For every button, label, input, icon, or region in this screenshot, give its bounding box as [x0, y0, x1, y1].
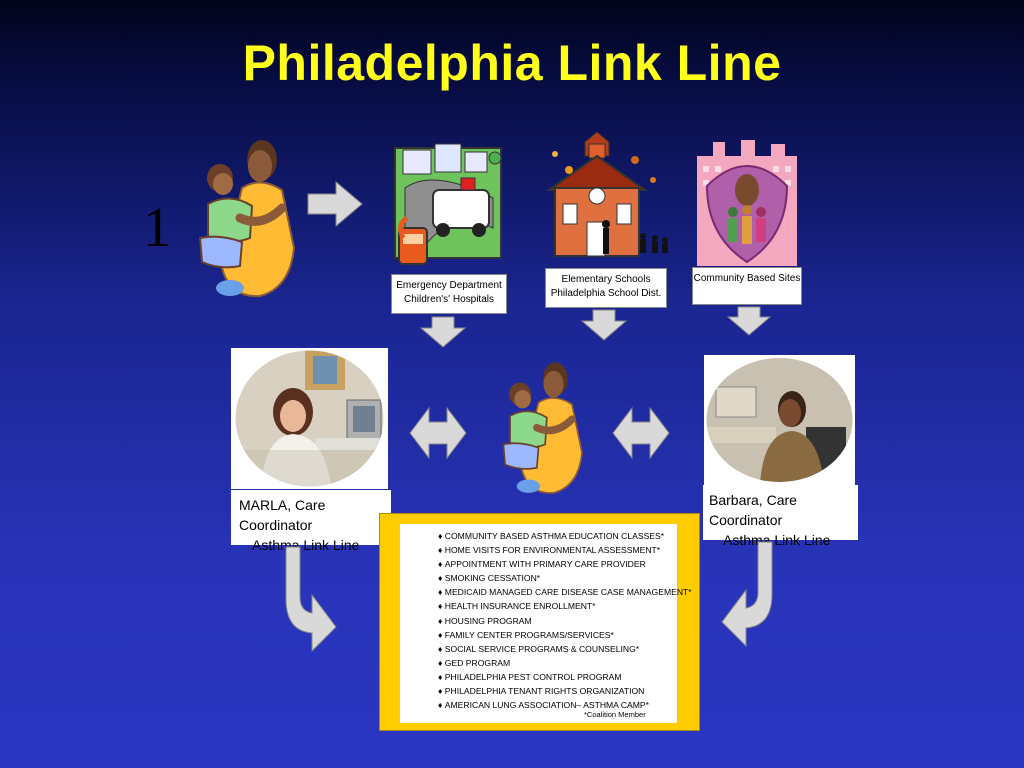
school-clipart	[545, 131, 668, 257]
coordinator-name: Barbara, Care Coordinator	[709, 492, 797, 528]
double-arrow-right	[612, 406, 670, 460]
barbara-caption: Barbara, Care Coordinator Asthma Link Li…	[703, 485, 858, 548]
community-clipart	[697, 140, 797, 266]
source-label-line: Children's' Hospitals	[404, 294, 494, 305]
coordinator-role: Asthma Link Line	[723, 532, 831, 548]
marla-photo	[235, 350, 384, 487]
marla-caption: MARLA, Care Coordinator Asthma Link Line	[231, 490, 391, 553]
source-label-emergency: Emergency Department Children's' Hospita…	[391, 274, 507, 314]
service-item: HOME VISITS FOR ENVIRONMENTAL ASSESSMENT…	[438, 543, 692, 557]
source-label-line: Community Based Sites	[693, 273, 801, 284]
source-label-line: Emergency Department	[396, 280, 502, 291]
marla-photo-frame	[231, 348, 388, 489]
service-item: COMMUNITY BASED ASTHMA EDUCATION CLASSES…	[438, 529, 692, 543]
curved-arrow-right	[721, 541, 773, 648]
coordinator-name: MARLA, Care Coordinator	[239, 497, 326, 533]
source-label-line: Philadelphia School Dist.	[550, 288, 662, 299]
service-item: APPOINTMENT WITH PRIMARY CARE PROVIDER	[438, 557, 692, 571]
coalition-note: *Coalition Member	[584, 710, 646, 719]
service-item: PHILADELPHIA PEST CONTROL PROGRAM	[438, 670, 692, 684]
emergency-department-clipart	[394, 143, 502, 265]
service-item: SOCIAL SERVICE PROGRAMS & COUNSELING*	[438, 642, 692, 656]
barbara-photo	[706, 358, 853, 482]
coordinator-role: Asthma Link Line	[252, 537, 360, 553]
right-arrow	[307, 180, 363, 228]
down-arrow	[419, 316, 467, 348]
services-panel: COMMUNITY BASED ASTHMA EDUCATION CLASSES…	[379, 513, 700, 731]
down-arrow	[726, 306, 772, 336]
services-list-box: COMMUNITY BASED ASTHMA EDUCATION CLASSES…	[400, 524, 692, 723]
source-label-schools: Elementary Schools Philadelphia School D…	[545, 268, 667, 308]
double-arrow-left	[409, 406, 467, 460]
slide-title: Philadelphia Link Line	[242, 35, 782, 91]
slide-number: 1	[143, 197, 171, 259]
service-item: SMOKING CESSATION*	[438, 571, 692, 585]
service-item: FAMILY CENTER PROGRAMS/SERVICES*	[438, 628, 692, 642]
curved-arrow-left	[285, 546, 337, 653]
service-item: PHILADELPHIA TENANT RIGHTS ORGANIZATION	[438, 684, 692, 698]
mother-child-clipart	[502, 362, 583, 494]
mother-child-clipart	[198, 140, 296, 298]
source-label-line: Elementary Schools	[561, 274, 651, 285]
service-item: HOUSING PROGRAM	[438, 614, 692, 628]
down-arrow	[580, 309, 628, 341]
service-item: MEDICAID MANAGED CARE DISEASE CASE MANAG…	[438, 585, 692, 599]
barbara-photo-frame	[704, 355, 855, 485]
service-item: GED PROGRAM	[438, 656, 692, 670]
services-list: COMMUNITY BASED ASTHMA EDUCATION CLASSES…	[438, 529, 692, 712]
source-label-community: Community Based Sites	[692, 267, 802, 305]
service-item: AMERICAN LUNG ASSOCIATION– ASTHMA CAMP*	[438, 698, 692, 712]
service-item: HEALTH INSURANCE ENROLLMENT*	[438, 599, 692, 613]
